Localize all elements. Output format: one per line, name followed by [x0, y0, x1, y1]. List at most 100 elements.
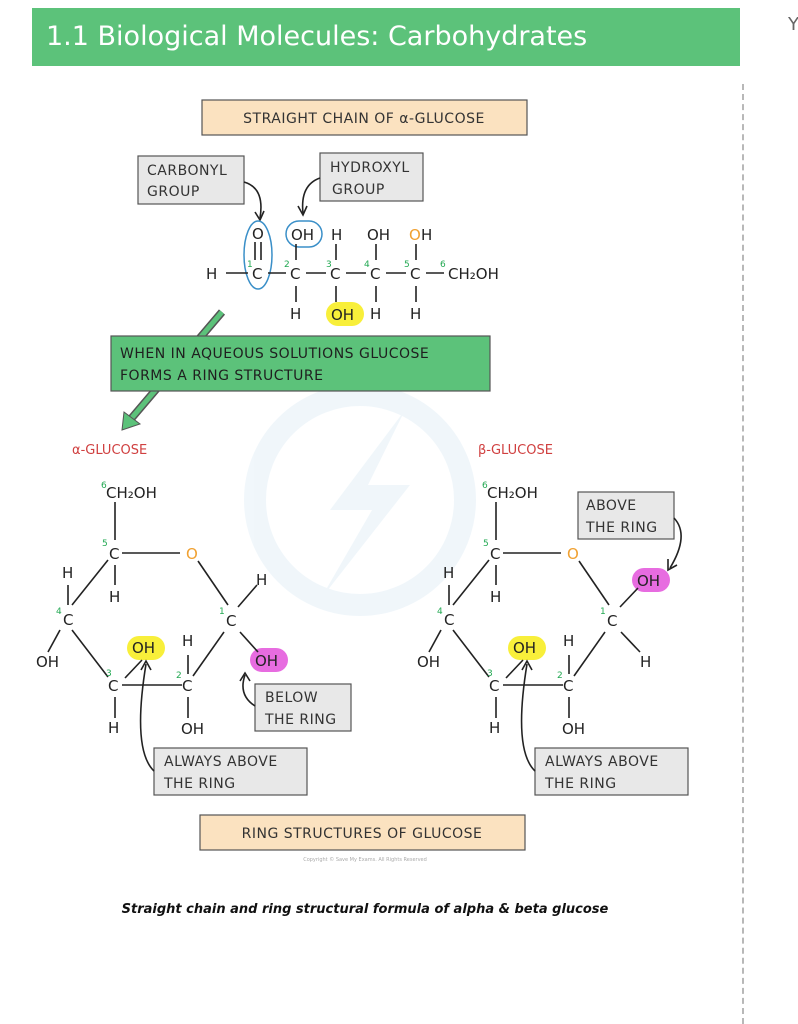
- svg-text:OH: OH: [513, 639, 536, 657]
- svg-text:C: C: [444, 611, 454, 629]
- glucose-diagram: STRAIGHT CHAIN OF α-GLUCOSE CARBONYL GRO…: [36, 99, 689, 863]
- alpha-ring-structure: CH₂OH 6 C 5 O H H C 4 OH C 3 H OH C 2 H …: [36, 481, 288, 738]
- svg-text:5: 5: [404, 260, 410, 270]
- svg-text:4: 4: [437, 607, 443, 617]
- svg-text:H: H: [421, 226, 432, 244]
- carbonyl-circle: [243, 220, 273, 290]
- hydroxyl-callout: HYDROXYL GROUP: [297, 152, 424, 217]
- svg-text:OH: OH: [181, 720, 204, 738]
- svg-text:3: 3: [106, 669, 112, 679]
- svg-text:THE RING: THE RING: [585, 520, 658, 536]
- copyright-note: Copyright © Save My Exams. All Rights Re…: [303, 856, 427, 863]
- svg-text:1: 1: [247, 260, 253, 270]
- alpha-always-callout: ALWAYS ABOVE THE RING: [139, 659, 308, 796]
- svg-text:C: C: [489, 677, 499, 695]
- svg-text:H: H: [206, 265, 217, 283]
- carbonyl-label-line2: GROUP: [147, 184, 200, 200]
- svg-text:6: 6: [101, 481, 107, 491]
- svg-text:4: 4: [56, 607, 62, 617]
- svg-text:OH: OH: [132, 639, 155, 657]
- carbonyl-arrow: [243, 181, 262, 219]
- beta-glucose-label: β-GLUCOSE: [478, 443, 553, 458]
- svg-text:1: 1: [600, 607, 606, 617]
- svg-text:H: H: [290, 305, 301, 323]
- straight-chain-structure: H O C C C C C CH₂OH OH H OH O H H OH H H…: [206, 220, 499, 326]
- svg-text:C: C: [182, 677, 192, 695]
- carbonyl-callout: CARBONYL GROUP: [137, 155, 265, 222]
- svg-text:H: H: [370, 305, 381, 323]
- svg-text:OH: OH: [417, 653, 440, 671]
- svg-text:C: C: [252, 265, 262, 283]
- svg-text:5: 5: [102, 539, 108, 549]
- alpha-glucose-label: α-GLUCOSE: [72, 443, 147, 458]
- svg-text:6: 6: [482, 481, 488, 491]
- svg-text:C: C: [63, 611, 73, 629]
- svg-text:H: H: [640, 653, 651, 671]
- hydroxyl-label-line2: GROUP: [332, 182, 385, 198]
- carbonyl-label-line1: CARBONYL: [147, 163, 227, 179]
- svg-text:H: H: [109, 588, 120, 606]
- svg-text:H: H: [256, 571, 267, 589]
- svg-text:H: H: [182, 632, 193, 650]
- c3-oh-highlight: [326, 302, 364, 326]
- svg-text:C: C: [226, 612, 236, 630]
- svg-text:C: C: [330, 265, 340, 283]
- aqueous-note-box: WHEN IN AQUEOUS SOLUTIONS GLUCOSE FORMS …: [110, 335, 491, 392]
- svg-text:H: H: [490, 588, 501, 606]
- svg-text:CH₂OH: CH₂OH: [448, 265, 499, 283]
- ring-structures-title: RING STRUCTURES OF GLUCOSE: [242, 826, 483, 842]
- beta-always-callout: ALWAYS ABOVE THE RING: [520, 659, 689, 796]
- svg-text:2: 2: [284, 260, 290, 270]
- alpha-below-callout: BELOW THE RING: [239, 671, 352, 732]
- hydroxyl-arrow: [301, 177, 321, 214]
- svg-text:ABOVE: ABOVE: [586, 498, 637, 514]
- page-title: 1.1 Biological Molecules: Carbohydrates: [32, 8, 740, 66]
- svg-text:OH: OH: [562, 720, 585, 738]
- svg-text:OH: OH: [367, 226, 390, 244]
- page-divider: [742, 84, 744, 1024]
- svg-text:H: H: [489, 719, 500, 737]
- svg-text:2: 2: [176, 671, 182, 681]
- stray-character: Y: [788, 14, 798, 35]
- watermark-logo: [244, 384, 476, 616]
- svg-text:THE RING: THE RING: [544, 776, 617, 792]
- beta-ring-structure: CH₂OH 6 C 5 O H H C 4 OH C 3 H OH C 2 H …: [417, 481, 670, 738]
- svg-text:THE RING: THE RING: [264, 712, 337, 728]
- svg-text:OH: OH: [255, 652, 278, 670]
- svg-text:O: O: [567, 545, 579, 563]
- svg-text:H: H: [563, 632, 574, 650]
- svg-text:OH: OH: [637, 572, 660, 590]
- beta-above-callout: ABOVE THE RING: [577, 491, 682, 572]
- svg-text:1: 1: [219, 607, 225, 617]
- svg-text:ALWAYS ABOVE: ALWAYS ABOVE: [545, 754, 659, 770]
- svg-text:3: 3: [326, 260, 332, 270]
- svg-text:BELOW: BELOW: [265, 690, 318, 706]
- svg-text:OH: OH: [36, 653, 59, 671]
- hydroxyl-label-line1: HYDROXYL: [330, 160, 410, 176]
- svg-text:THE RING: THE RING: [163, 776, 236, 792]
- svg-text:H: H: [331, 226, 342, 244]
- svg-text:3: 3: [487, 669, 493, 679]
- ring-structures-title-box: RING STRUCTURES OF GLUCOSE: [199, 814, 526, 851]
- svg-text:H: H: [108, 719, 119, 737]
- svg-text:H: H: [410, 305, 421, 323]
- svg-text:O: O: [409, 226, 421, 244]
- svg-text:H: H: [443, 564, 454, 582]
- svg-text:C: C: [108, 677, 118, 695]
- svg-text:6: 6: [440, 260, 446, 270]
- straight-chain-title: STRAIGHT CHAIN OF α-GLUCOSE: [243, 111, 485, 127]
- svg-text:C: C: [490, 545, 500, 563]
- straight-chain-title-box: STRAIGHT CHAIN OF α-GLUCOSE: [201, 99, 528, 136]
- hydroxyl-circle: [285, 220, 323, 248]
- svg-text:2: 2: [557, 671, 563, 681]
- aqueous-note-line2: FORMS A RING STRUCTURE: [120, 368, 323, 384]
- svg-text:CH₂OH: CH₂OH: [106, 484, 157, 502]
- aqueous-note-line1: WHEN IN AQUEOUS SOLUTIONS GLUCOSE: [120, 346, 429, 362]
- svg-text:C: C: [370, 265, 380, 283]
- svg-text:OH: OH: [331, 306, 354, 324]
- svg-text:C: C: [290, 265, 300, 283]
- svg-text:C: C: [563, 677, 573, 695]
- svg-text:ALWAYS ABOVE: ALWAYS ABOVE: [164, 754, 278, 770]
- svg-text:5: 5: [483, 539, 489, 549]
- svg-text:4: 4: [364, 260, 370, 270]
